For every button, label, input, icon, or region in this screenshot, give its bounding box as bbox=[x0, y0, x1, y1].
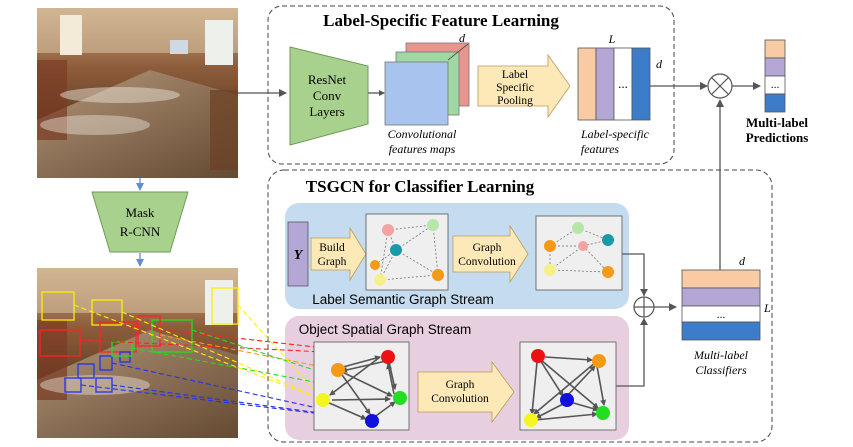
sum-operator bbox=[633, 296, 655, 318]
mask-rcnn-label-1: Mask bbox=[126, 205, 155, 220]
classifiers-dim-L: L bbox=[763, 301, 771, 315]
features-ellipsis: ... bbox=[618, 76, 628, 91]
ls-caption-2: features bbox=[581, 142, 620, 156]
resnet-label-2: Conv bbox=[313, 88, 342, 103]
label-specific-pooling-arrow: Label Specific Pooling bbox=[477, 53, 571, 119]
resnet-label-3: Layers bbox=[309, 104, 344, 119]
predictions-ellipsis: ... bbox=[771, 79, 780, 91]
tsgcn-section-border bbox=[267, 169, 773, 443]
conv-feature-maps: d bbox=[384, 31, 470, 126]
pooling-label-2: Specific bbox=[496, 82, 534, 94]
conv-dim-d: d bbox=[459, 31, 466, 45]
classifiers-dim-d: d bbox=[739, 254, 746, 268]
resnet-label-1: ResNet bbox=[308, 72, 347, 87]
semantic-gc-label-1: Graph bbox=[473, 242, 502, 254]
label-embedding-y bbox=[287, 221, 309, 287]
tsgcn-section-title: TSGCN for Classifier Learning bbox=[306, 177, 535, 196]
arrowhead-down bbox=[640, 289, 648, 296]
build-graph-arrow: Build Graph bbox=[310, 226, 367, 282]
spatial-graph-convolution-arrow: Graph Convolution bbox=[417, 360, 515, 424]
classifiers-caption-1: Multi-label bbox=[693, 348, 749, 362]
label-feature-section-border bbox=[267, 5, 675, 165]
spatial-stream-title: Object Spatial Graph Stream bbox=[299, 322, 472, 337]
spatial-gc-label-2: Convolution bbox=[431, 393, 489, 405]
label-feature-section-title: Label-Specific Feature Learning bbox=[323, 11, 559, 30]
predictions-label-2: Predictions bbox=[746, 130, 809, 145]
semantic-stream-title: Label Semantic Graph Stream bbox=[312, 292, 494, 307]
stream-merge-connectors bbox=[616, 253, 645, 387]
predictions-vector: ... bbox=[764, 39, 786, 113]
pooling-label-3: Pooling bbox=[497, 95, 533, 107]
mask-rcnn-block: Mask R-CNN bbox=[91, 191, 189, 253]
mask-rcnn-label-2: R-CNN bbox=[120, 224, 161, 239]
classifiers-caption-2: Classifiers bbox=[695, 363, 747, 377]
multi-label-classifiers: ... d L bbox=[681, 254, 771, 341]
build-graph-label-1: Build bbox=[319, 242, 345, 254]
conv-caption-1: Convolutional bbox=[388, 127, 457, 141]
pooling-label-1: Label bbox=[502, 69, 528, 81]
spatial-gc-label-1: Graph bbox=[446, 379, 475, 391]
arrowhead-up bbox=[640, 318, 648, 325]
semantic-graph-output bbox=[535, 215, 623, 291]
input-image-bottom bbox=[37, 268, 239, 438]
spatial-graph-output bbox=[519, 341, 617, 431]
spatial-graph-input bbox=[313, 341, 410, 431]
semantic-graph-input bbox=[365, 213, 449, 291]
ls-caption-1: Label-specific bbox=[580, 127, 650, 141]
y-label: Y bbox=[294, 248, 304, 263]
input-image-top bbox=[37, 8, 238, 178]
conv-caption-2: features maps bbox=[389, 142, 456, 156]
predictions-label-1: Multi-label bbox=[746, 115, 808, 130]
build-graph-label-2: Graph bbox=[318, 256, 347, 268]
features-dim-d: d bbox=[656, 57, 663, 71]
resnet-block: ResNet Conv Layers bbox=[289, 46, 369, 146]
multiply-operator bbox=[707, 73, 733, 99]
label-specific-features: ... L d bbox=[577, 32, 663, 121]
semantic-graph-convolution-arrow: Graph Convolution bbox=[452, 224, 529, 284]
semantic-gc-label-2: Convolution bbox=[458, 256, 516, 268]
classifiers-ellipsis: ... bbox=[717, 309, 726, 321]
features-dim-L: L bbox=[608, 32, 616, 46]
